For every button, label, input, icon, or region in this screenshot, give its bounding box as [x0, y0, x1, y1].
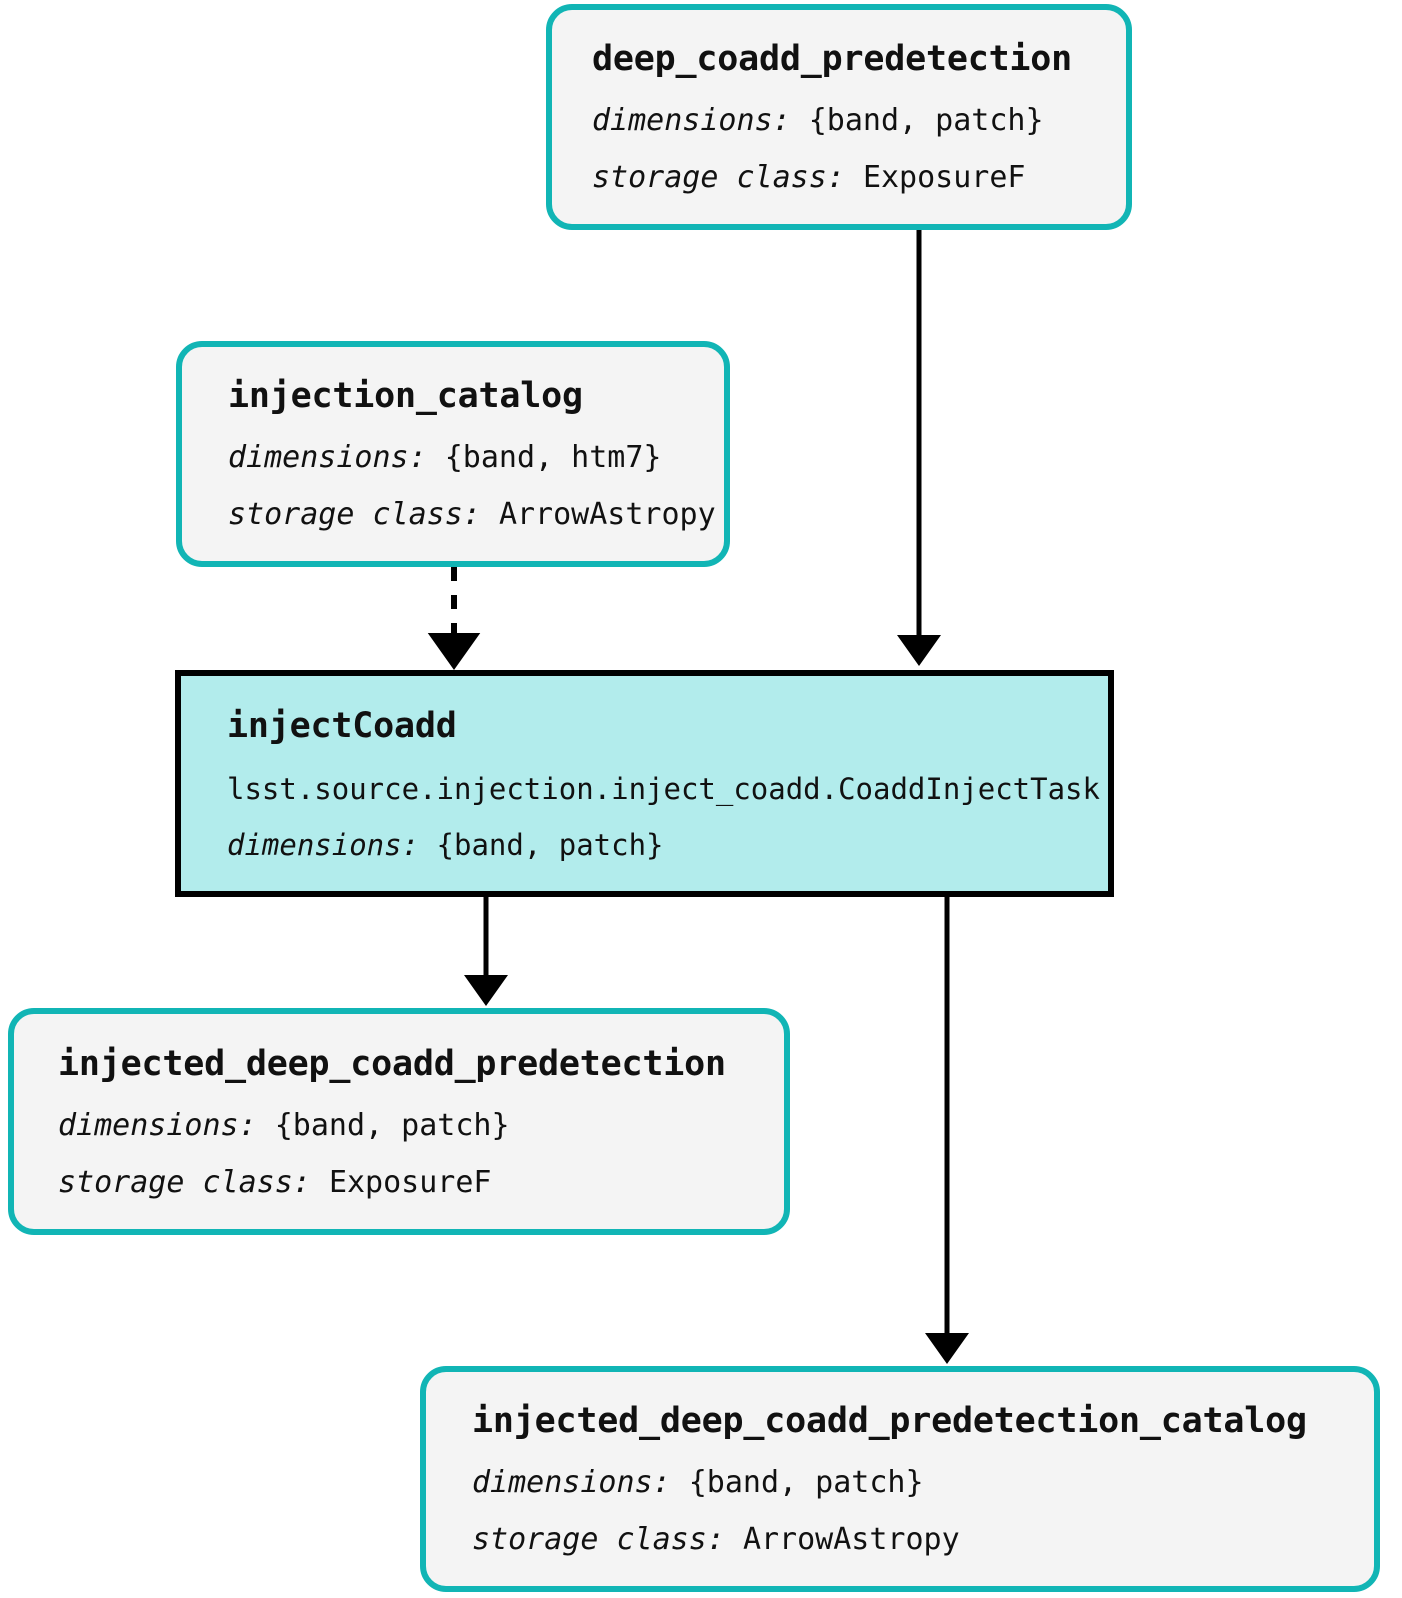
- dimensions-key: dimensions:: [58, 1107, 257, 1143]
- node-dimensions-line: dimensions: {band, patch}: [227, 828, 1108, 862]
- dataset-node-deep-coadd-predetection[interactable]: deep_coadd_predetection dimensions: {ban…: [546, 4, 1132, 230]
- node-task-class-line: lsst.source.injection.inject_coadd.Coadd…: [227, 771, 1100, 806]
- dataset-node-injected-deep-coadd-predetection-catalog[interactable]: injected_deep_coadd_predetection_catalog…: [420, 1366, 1380, 1592]
- node-storage-class-line: storage class: ExposureF: [592, 160, 1126, 195]
- node-storage-class-line: storage class: ArrowAstropy: [472, 1522, 1374, 1557]
- node-storage-class-line: storage class: ExposureF: [58, 1165, 784, 1200]
- node-dimensions-line: dimensions: {band, patch}: [592, 103, 1126, 138]
- storage-class-value: ArrowAstropy: [742, 1522, 960, 1557]
- node-dimensions-line: dimensions: {band, patch}: [472, 1465, 1374, 1500]
- dataset-node-injection-catalog[interactable]: injection_catalog dimensions: {band, htm…: [176, 341, 730, 567]
- dimensions-value: {band, htm7}: [444, 440, 662, 475]
- node-dimensions-line: dimensions: {band, patch}: [58, 1108, 784, 1143]
- storage-class-value: ArrowAstropy: [498, 497, 716, 532]
- storage-class-key: storage class:: [58, 1164, 311, 1200]
- node-storage-class-line: storage class: ArrowAstropy: [228, 497, 724, 532]
- node-title: injected_deep_coadd_predetection_catalog: [472, 1401, 1307, 1441]
- dimensions-key: dimensions:: [472, 1465, 671, 1500]
- task-node-injectcoadd[interactable]: injectCoadd lsst.source.injection.inject…: [175, 670, 1114, 897]
- dimensions-value: {band, patch}: [688, 1465, 924, 1500]
- node-title: injection_catalog: [228, 376, 583, 416]
- dimensions-key: dimensions:: [592, 103, 791, 138]
- storage-class-key: storage class:: [592, 160, 845, 195]
- dimensions-value: {band, patch}: [808, 103, 1044, 138]
- dimensions-key: dimensions:: [228, 440, 427, 475]
- node-title: injected_deep_coadd_predetection: [58, 1043, 726, 1084]
- node-dimensions-line: dimensions: {band, htm7}: [228, 440, 724, 475]
- storage-class-value: ExposureF: [862, 160, 1026, 195]
- storage-class-value: ExposureF: [328, 1164, 492, 1200]
- node-title: deep_coadd_predetection: [592, 39, 1073, 79]
- storage-class-key: storage class:: [472, 1522, 725, 1557]
- storage-class-key: storage class:: [228, 497, 481, 532]
- dimensions-value: {band, patch}: [436, 827, 664, 862]
- dimensions-value: {band, patch}: [274, 1107, 510, 1143]
- dataset-node-injected-deep-coadd-predetection[interactable]: injected_deep_coadd_predetection dimensi…: [8, 1008, 790, 1235]
- node-title: injectCoadd: [227, 705, 457, 746]
- dimensions-key: dimensions:: [227, 827, 420, 862]
